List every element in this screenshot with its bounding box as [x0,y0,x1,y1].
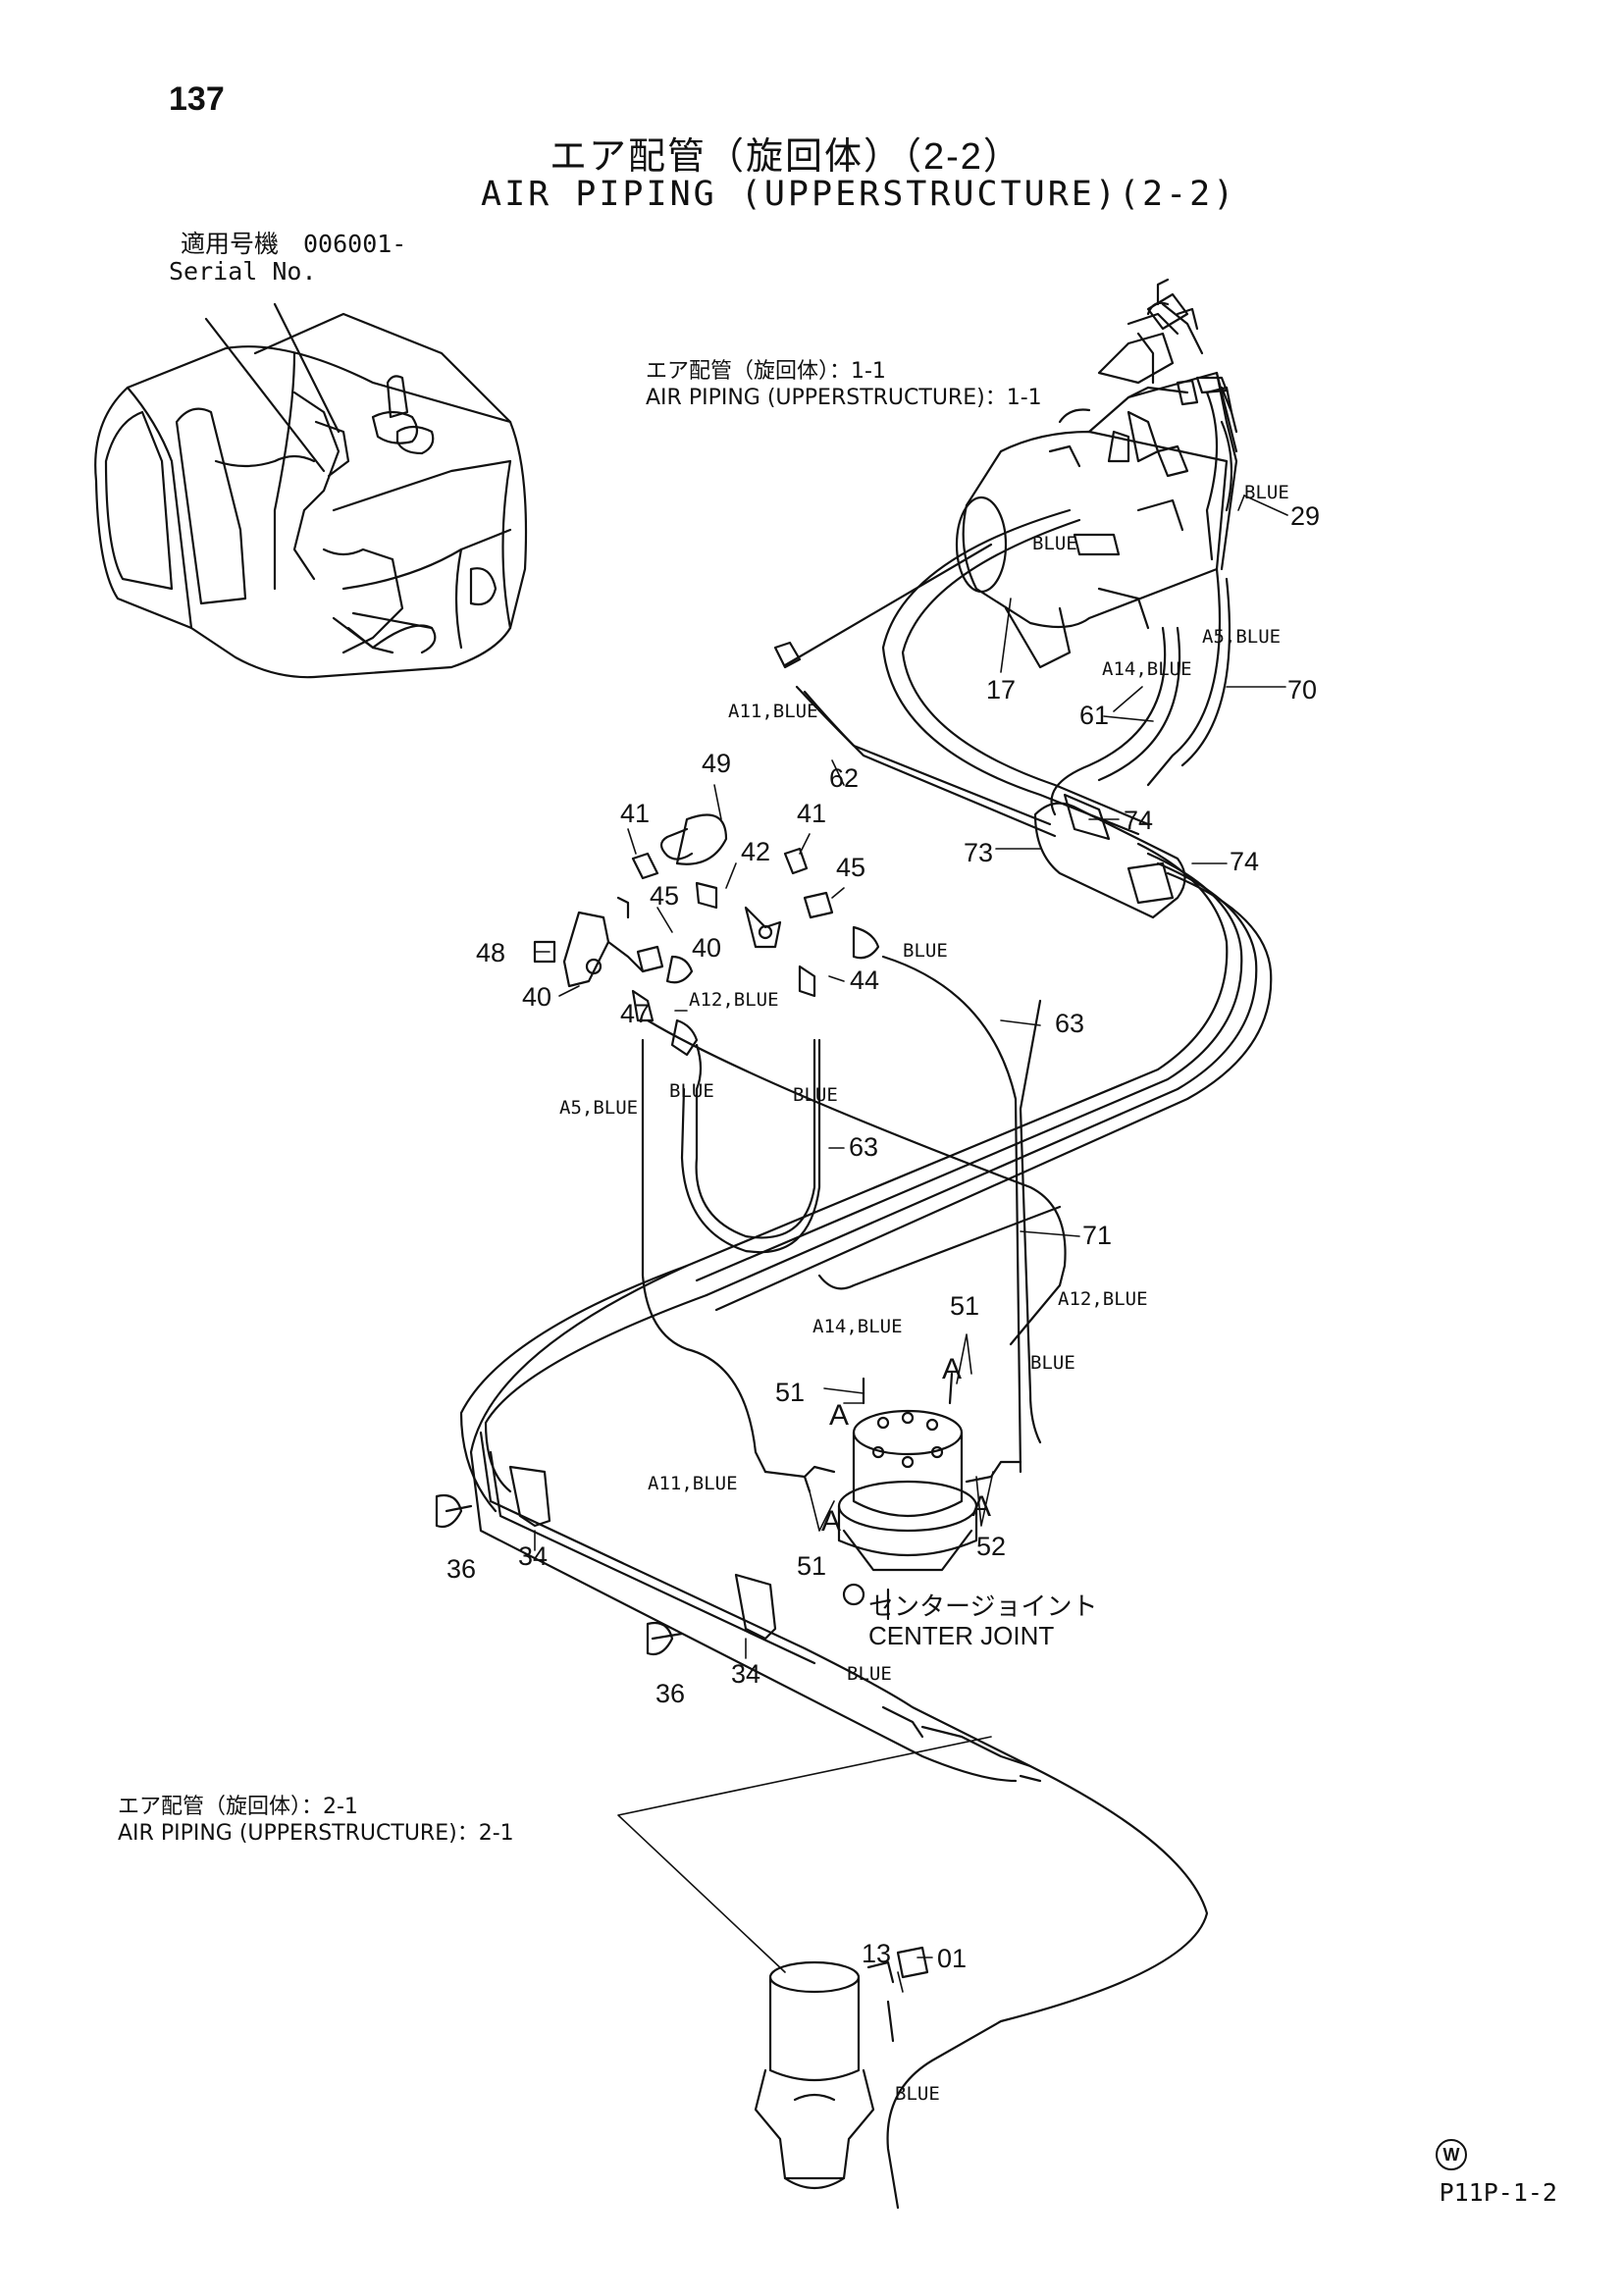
section-marker-a-top: A [942,1353,962,1385]
hose-tag-blue-dryer: BLUE [895,2083,940,2105]
part-label-29: 29 [1290,501,1320,531]
page-number: 137 [169,80,225,118]
reference-2-1-en: AIR PIPING (UPPERSTRUCTURE)：2-1 [118,1821,514,1846]
part-label-41-right: 41 [797,799,826,828]
part-label-47: 47 [620,999,650,1028]
air-compressor-assembly [955,278,1238,669]
lower-hose-run [435,1431,1209,2210]
part-label-01: 01 [937,1944,967,1973]
part-label-74-top: 74 [1124,806,1153,835]
part-label-48: 48 [476,938,505,967]
hose-tag-blue-valve: BLUE [1032,533,1077,554]
part-label-51-bottom: 51 [797,1551,826,1581]
leader-lines [534,495,1288,1993]
drawing-code: P11P-1-2 [1439,2178,1557,2207]
reference-1-1-ja: エア配管（旋回体）：1-1 [646,359,886,384]
center-joint-label: センタージョイント CENTER JOINT [868,1592,1097,1650]
hose-tag-blue-63: BLUE [903,940,948,962]
part-label-52: 52 [976,1532,1006,1561]
serial-block: 適用号機 006001- Serial No. [169,231,406,286]
hose-tag-a12-top: A12,BLUE [689,989,779,1011]
part-label-63-left: 63 [849,1132,878,1162]
part-label-42: 42 [741,837,770,866]
hose-sleeve [1033,793,1186,919]
part-label-62: 62 [829,763,859,793]
hose-tag-blue-left-1: BLUE [669,1080,714,1102]
part-label-36-right: 36 [655,1679,685,1708]
part-label-40-left: 40 [522,982,551,1012]
part-label-71: 71 [1082,1221,1112,1250]
hose-tag-blue-cj: BLUE [1030,1352,1075,1374]
title-japanese: エア配管（旋回体）（2-2） [550,136,1022,178]
hose-tag-a12-right: A12,BLUE [1058,1288,1148,1310]
hose-tag-blue-left-2: BLUE [793,1084,838,1106]
hose-bundle-upper [459,508,1273,1783]
part-label-51-top: 51 [950,1291,979,1321]
excavator-cab-inset [94,302,528,679]
watermark-logo: W [1436,2139,1467,2170]
hose-tag-a5-top: A5,BLUE [1202,626,1281,648]
hose-tag-a5-left: A5,BLUE [559,1097,638,1119]
serial-english: Serial No. [169,257,317,286]
reference-2-1: エア配管（旋回体）：2-1 AIR PIPING (UPPERSTRUCTURE… [118,1794,514,1847]
reference-1-1: エア配管（旋回体）：1-1 AIR PIPING (UPPERSTRUCTURE… [646,358,1042,411]
part-label-40-right: 40 [692,933,721,963]
part-label-34-left: 34 [518,1541,548,1571]
part-label-34-right: 34 [731,1659,760,1689]
part-label-45-right: 45 [836,853,865,882]
center-joint [763,1372,1022,1621]
center-joint-en: CENTER JOINT [868,1621,1055,1650]
part-label-41-left: 41 [620,799,650,828]
hose-tag-blue-29: BLUE [1244,482,1289,503]
section-marker-a-right: A [971,1490,991,1523]
serial-japanese: 適用号機 006001- [181,230,407,258]
hose-tag-a14-cj: A14,BLUE [812,1316,903,1337]
part-label-44: 44 [850,965,879,995]
section-marker-a-left: A [829,1399,849,1432]
part-label-49: 49 [702,749,731,778]
top-fittings [773,301,1179,669]
part-label-73: 73 [964,838,993,867]
hose-tag-blue-lower: BLUE [847,1663,892,1685]
hose-tag-a11-top: A11,BLUE [728,701,818,722]
part-label-51-left: 51 [775,1378,805,1407]
part-label-45-left: 45 [650,881,679,911]
part-label-74-bottom: 74 [1230,847,1259,876]
part-label-36-left: 36 [446,1554,476,1584]
part-label-13: 13 [862,1939,891,1968]
reference-2-1-ja: エア配管（旋回体）：2-1 [118,1795,358,1819]
hose-tag-a14-top: A14,BLUE [1102,658,1192,680]
part-label-61: 61 [1079,701,1109,730]
section-marker-a-bottom: A [821,1505,841,1538]
part-label-17: 17 [986,675,1016,704]
part-label-63-right: 63 [1055,1009,1084,1038]
center-joint-ja: センタージョイント [868,1592,1098,1621]
title-english: AIR PIPING (UPPERSTRUCTURE)(2-2) [481,175,1237,214]
reference-1-1-en: AIR PIPING (UPPERSTRUCTURE)：1-1 [646,386,1042,410]
fittings-group-left [533,813,880,1057]
hose-tag-a11-cj: A11,BLUE [648,1473,738,1494]
hoses-left-down [641,955,1067,1474]
part-label-70: 70 [1287,675,1317,704]
air-dryer-unit [754,1946,929,2189]
